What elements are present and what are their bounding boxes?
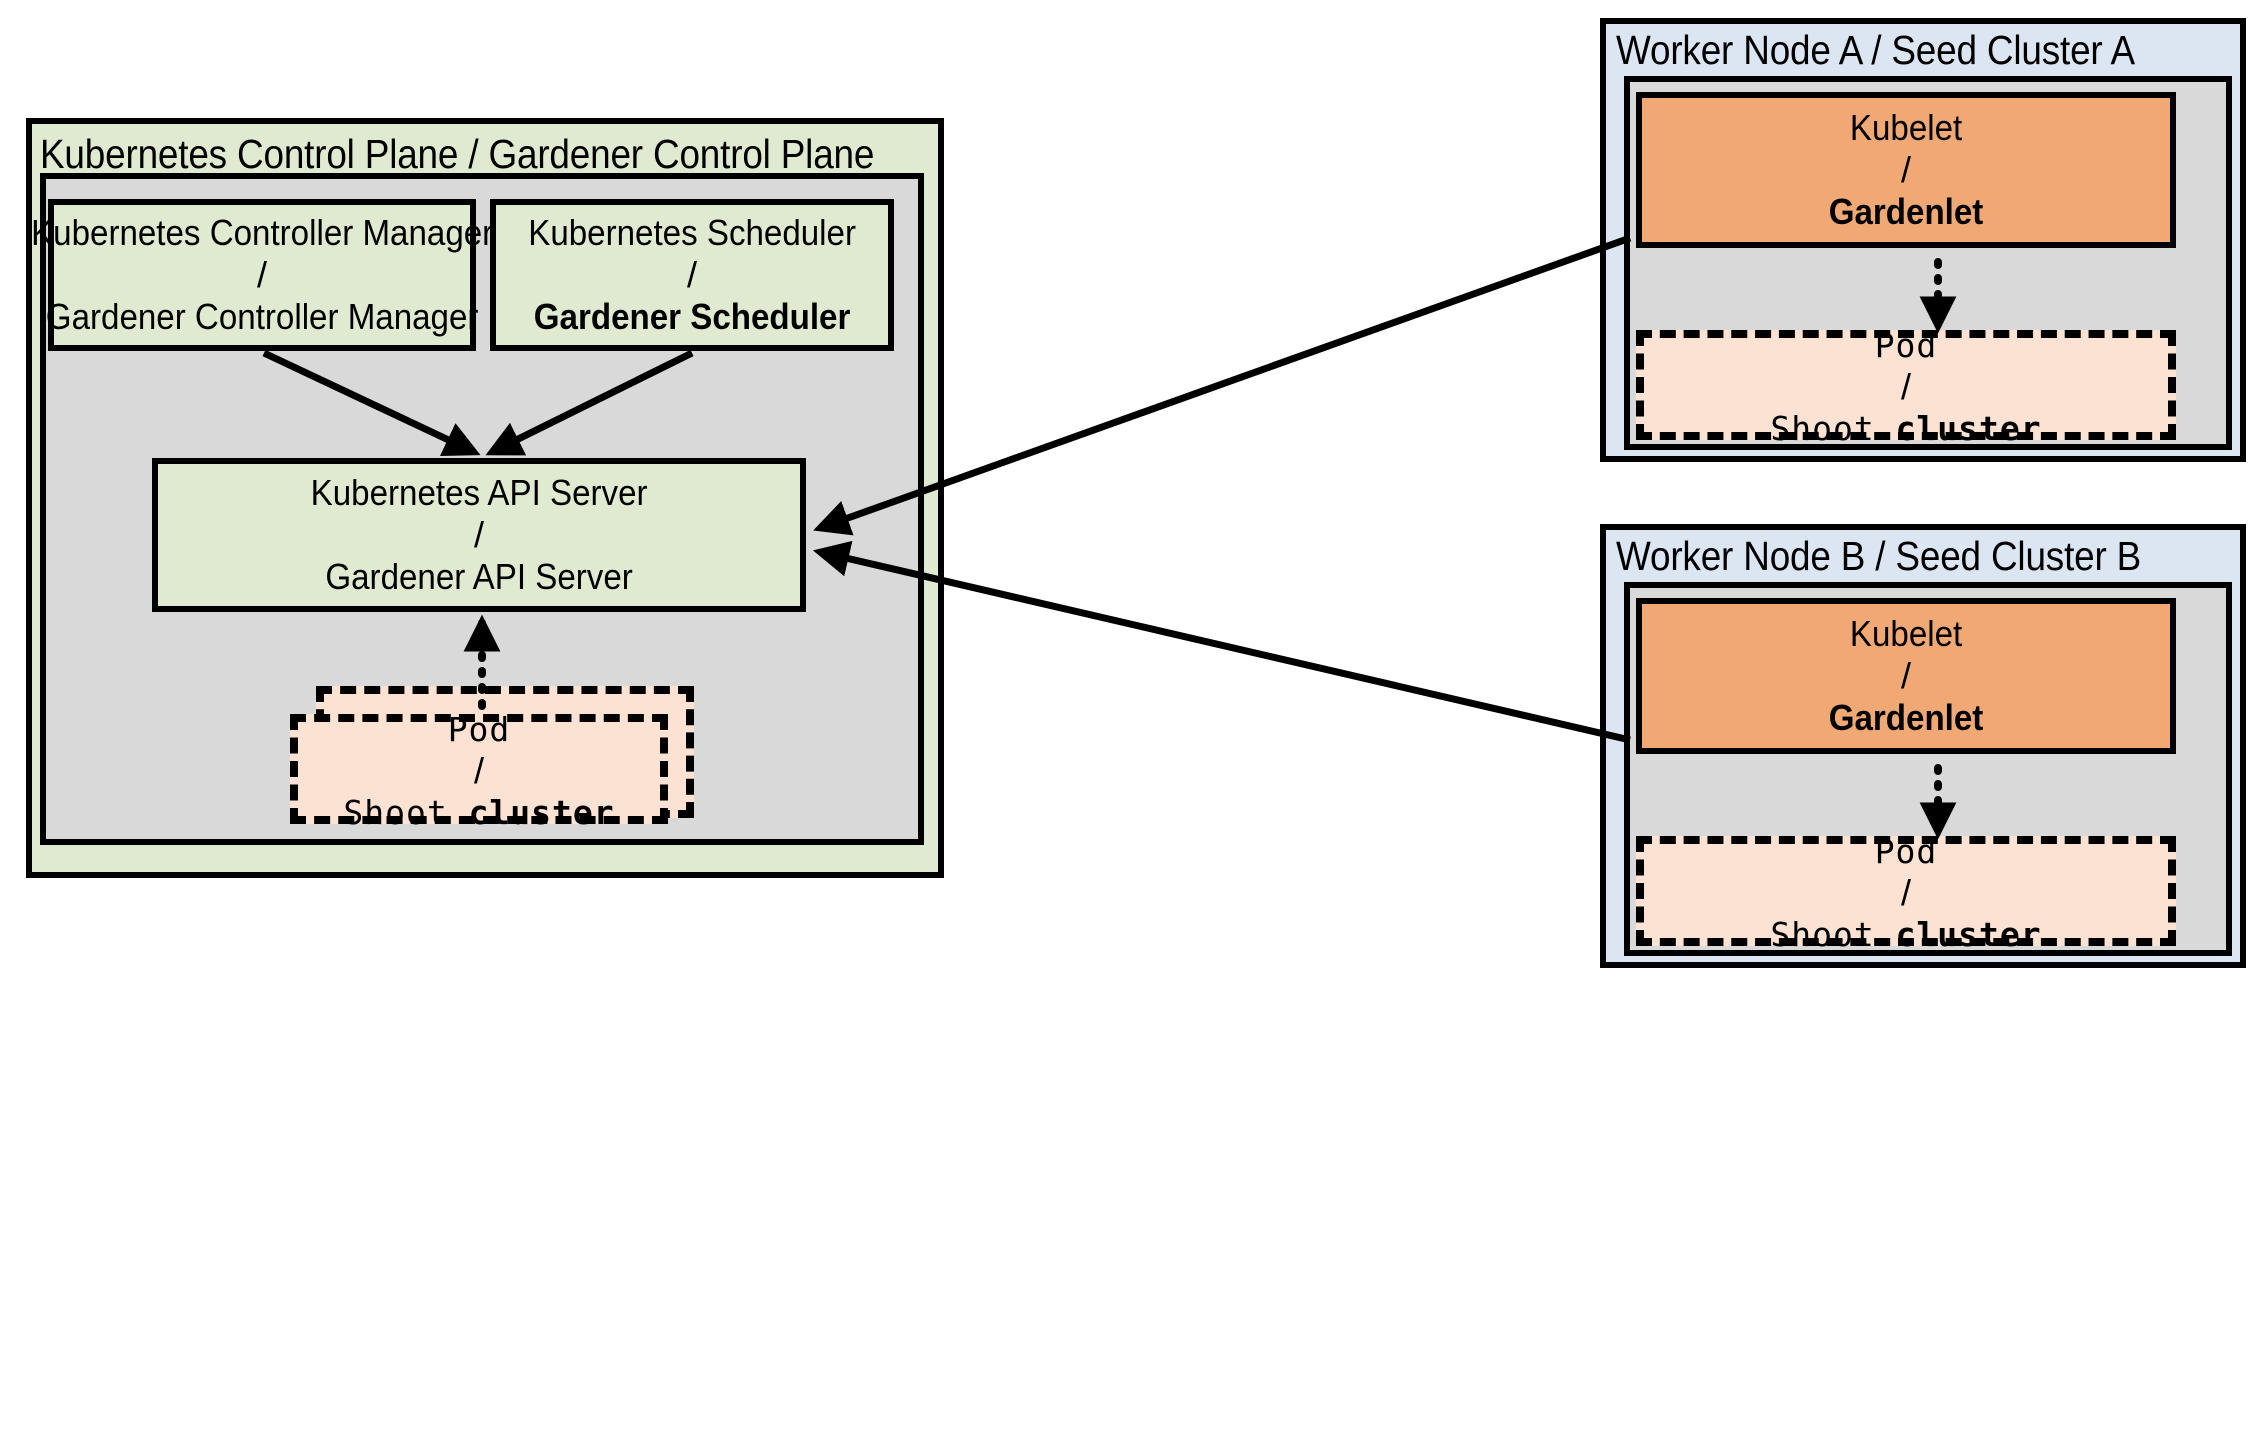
api-server-separator: / bbox=[473, 514, 484, 556]
control-plane-pod-line-2: Shoot cluster bbox=[343, 793, 614, 833]
kubernetes-scheduler-box[interactable]: Kubernetes Scheduler / Gardener Schedule… bbox=[490, 199, 894, 351]
worker-node-a-gardenlet-label: Gardenlet bbox=[1828, 190, 1984, 232]
scheduler-line-1: Kubernetes Scheduler bbox=[528, 212, 856, 254]
control-plane-pod-box[interactable]: Pod / Shoot cluster bbox=[290, 710, 668, 832]
worker-node-b-kubelet-box[interactable]: Kubelet / Gardenlet bbox=[1636, 598, 2176, 754]
worker-node-a-kubelet-line-1: Kubelet bbox=[1849, 107, 1963, 149]
control-plane-pod-cluster-label: cluster bbox=[468, 792, 615, 832]
worker-node-a-pod-cluster-label: cluster bbox=[1895, 408, 2042, 448]
worker-node-b-pod-line-1: Pod bbox=[1874, 831, 1938, 871]
worker-node-a-kubelet-box[interactable]: Kubelet / Gardenlet bbox=[1636, 92, 2176, 248]
worker-node-a-kubelet-separator: / bbox=[1900, 149, 1911, 191]
worker-node-b-kubelet-line-1: Kubelet bbox=[1849, 613, 1963, 655]
worker-node-a-pod-line-1: Pod bbox=[1874, 325, 1938, 365]
control-plane-title: Kubernetes Control Plane / Gardener Cont… bbox=[40, 131, 875, 177]
worker-node-a-title: Worker Node A / Seed Cluster A bbox=[1616, 27, 2135, 73]
worker-node-a-pod-separator: / bbox=[1900, 366, 1911, 408]
control-plane-pod-shoot-label: Shoot bbox=[343, 792, 469, 832]
worker-node-b-gardenlet-label: Gardenlet bbox=[1828, 696, 1984, 738]
worker-node-b-title: Worker Node B / Seed Cluster B bbox=[1616, 533, 2142, 579]
worker-node-b-pod-shoot-label: Shoot bbox=[1770, 914, 1896, 954]
worker-node-a-pod-shoot-label: Shoot bbox=[1770, 408, 1896, 448]
scheduler-line-2: Gardener Scheduler bbox=[533, 295, 851, 337]
worker-node-b-pod-cluster-label: cluster bbox=[1895, 914, 2042, 954]
control-plane-pod-separator: / bbox=[473, 750, 484, 792]
worker-node-b-pod-line-2: Shoot cluster bbox=[1770, 915, 2041, 955]
worker-node-a-pod-box[interactable]: Pod / Shoot cluster bbox=[1636, 326, 2176, 448]
kubernetes-controller-manager-box[interactable]: Kubernetes Controller Manager / Gardener… bbox=[31, 199, 493, 351]
worker-node-a-pod-line-2: Shoot cluster bbox=[1770, 409, 2041, 449]
control-plane-pod-line-1: Pod bbox=[447, 709, 511, 749]
kubernetes-api-server-box[interactable]: Kubernetes API Server / Gardener API Ser… bbox=[152, 458, 806, 612]
controller-manager-line-1: Kubernetes Controller Manager bbox=[30, 212, 494, 254]
api-server-line-1: Kubernetes API Server bbox=[310, 472, 648, 514]
worker-node-b-pod-box[interactable]: Pod / Shoot cluster bbox=[1636, 832, 2176, 954]
scheduler-separator: / bbox=[686, 254, 697, 296]
worker-node-b-pod-separator: / bbox=[1900, 872, 1911, 914]
controller-manager-separator: / bbox=[256, 254, 267, 296]
worker-node-b-kubelet-separator: / bbox=[1900, 655, 1911, 697]
controller-manager-line-2: Gardener Controller Manager bbox=[45, 295, 479, 337]
api-server-line-2: Gardener API Server bbox=[325, 555, 633, 597]
